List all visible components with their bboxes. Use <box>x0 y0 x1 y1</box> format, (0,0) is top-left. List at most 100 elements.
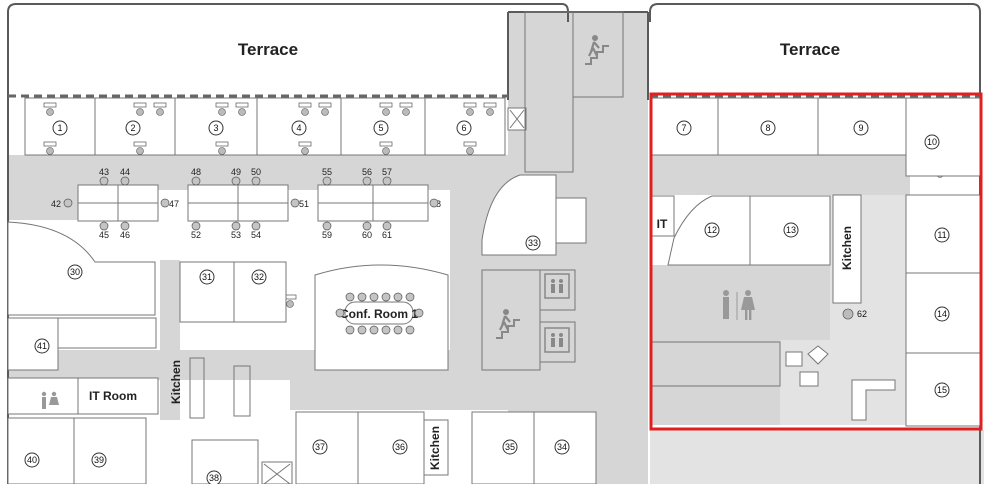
conf-chair-icon <box>357 292 367 302</box>
seat-57: 57 <box>382 167 392 177</box>
office-number: 8 <box>765 123 770 133</box>
workstation-clusters <box>77 184 429 222</box>
conf-chair-icon <box>381 325 391 335</box>
office-number: 37 <box>315 442 325 452</box>
workstation-chair-icon <box>160 198 170 208</box>
office-number: 41 <box>37 341 47 351</box>
office-number: 4 <box>296 123 301 133</box>
office-badge-38: 38 <box>206 470 222 484</box>
office-number: 5 <box>378 123 383 133</box>
desk-chair-icon <box>399 102 413 116</box>
office-number: 9 <box>858 123 863 133</box>
conf-chair-icon <box>405 325 415 335</box>
office-number: 31 <box>202 272 212 282</box>
conf-chair-icon <box>345 292 355 302</box>
conf-chair-icon <box>369 325 379 335</box>
office-number: 34 <box>557 442 567 452</box>
office-number: 3 <box>213 123 218 133</box>
kitchen-label-left: Kitchen <box>169 360 183 404</box>
central-core <box>481 11 624 371</box>
conf-chair-icon <box>381 292 391 302</box>
seat-60: 60 <box>362 230 372 240</box>
conf-chair-icon <box>345 325 355 335</box>
it-label: IT <box>657 217 668 231</box>
offices-lower-middle <box>295 411 597 484</box>
workstation-chair-icon <box>99 221 109 231</box>
workstation-chair-icon <box>251 221 261 231</box>
office-badge-4: 4 <box>291 120 307 136</box>
stairs-icon <box>496 309 520 339</box>
office-number: 11 <box>937 230 946 240</box>
office-badge-35: 35 <box>502 439 518 455</box>
restroom-icon <box>723 290 755 320</box>
workstation-chair-icon <box>231 176 241 186</box>
desk-chair-icon <box>298 102 312 116</box>
seat-56: 56 <box>362 167 372 177</box>
seat-50: 50 <box>251 167 261 177</box>
seat-59: 59 <box>322 230 332 240</box>
office-badge-1: 1 <box>52 120 68 136</box>
office-badge-7: 7 <box>676 120 692 136</box>
workstation-chair-icon <box>322 221 332 231</box>
office-badge-11: 11 <box>934 227 950 243</box>
office-number: 33 <box>528 238 538 248</box>
office-badge-8: 8 <box>760 120 776 136</box>
seat-42: 42 <box>51 199 61 209</box>
conf-chair-icon <box>393 325 403 335</box>
desk-chair-icon <box>483 102 497 116</box>
desk-chair-icon <box>318 102 332 116</box>
elevator-icon <box>544 273 570 299</box>
conf-chair-icon <box>335 308 345 318</box>
desk-chair-icon <box>133 141 147 155</box>
office-badge-31: 31 <box>199 269 215 285</box>
office-badge-32: 32 <box>251 269 267 285</box>
seat-47: 47 <box>169 199 179 209</box>
office-badge-15: 15 <box>934 382 950 398</box>
seat-43: 43 <box>99 167 109 177</box>
workstation-chair-icon <box>362 176 372 186</box>
workstation-chair-icon <box>231 221 241 231</box>
office-badge-14: 14 <box>934 306 950 322</box>
seat-52: 52 <box>191 230 201 240</box>
office-badge-39: 39 <box>91 452 107 468</box>
seat-61: 61 <box>382 230 392 240</box>
conf-chair-icon <box>393 292 403 302</box>
office-number: 15 <box>937 385 947 395</box>
seat-51: 51 <box>299 199 309 209</box>
desk-chair-icon <box>133 102 147 116</box>
seat-49: 49 <box>231 167 241 177</box>
desk-chair-icon <box>298 141 312 155</box>
desk-chair-icon <box>463 141 477 155</box>
office-number: 2 <box>130 123 135 133</box>
right-wing-rooms <box>651 97 981 427</box>
conf-chair-icon <box>414 308 424 318</box>
desk-chair-icon <box>379 141 393 155</box>
desk-chair-icon <box>153 102 167 116</box>
office-badge-13: 13 <box>783 222 799 238</box>
office-badge-62: 62 <box>842 308 867 320</box>
left-wing-rooms <box>7 221 293 484</box>
it-room-label: IT Room <box>89 389 137 403</box>
seat-45: 45 <box>99 230 109 240</box>
conf-chairs <box>335 292 424 335</box>
office-badge-33: 33 <box>525 235 541 251</box>
desk-chair-icon <box>43 102 57 116</box>
seat-48: 48 <box>191 167 201 177</box>
office-number: 1 <box>57 123 62 133</box>
restroom-icon <box>41 391 59 409</box>
office-number: 36 <box>395 442 405 452</box>
office-number: 30 <box>70 267 80 277</box>
kitchen-label-right: Kitchen <box>840 226 854 270</box>
workstation-chair-icon <box>251 176 261 186</box>
office-badge-5: 5 <box>373 120 389 136</box>
office-number: 35 <box>505 442 515 452</box>
office-badge-10: 10 <box>924 134 940 150</box>
office-number: 38 <box>209 473 219 483</box>
kitchen-label-middle: Kitchen <box>428 426 442 470</box>
office-number: 62 <box>857 309 867 319</box>
elevator-icon <box>544 327 570 353</box>
conference-room <box>314 264 449 371</box>
office-badge-6: 6 <box>456 120 472 136</box>
